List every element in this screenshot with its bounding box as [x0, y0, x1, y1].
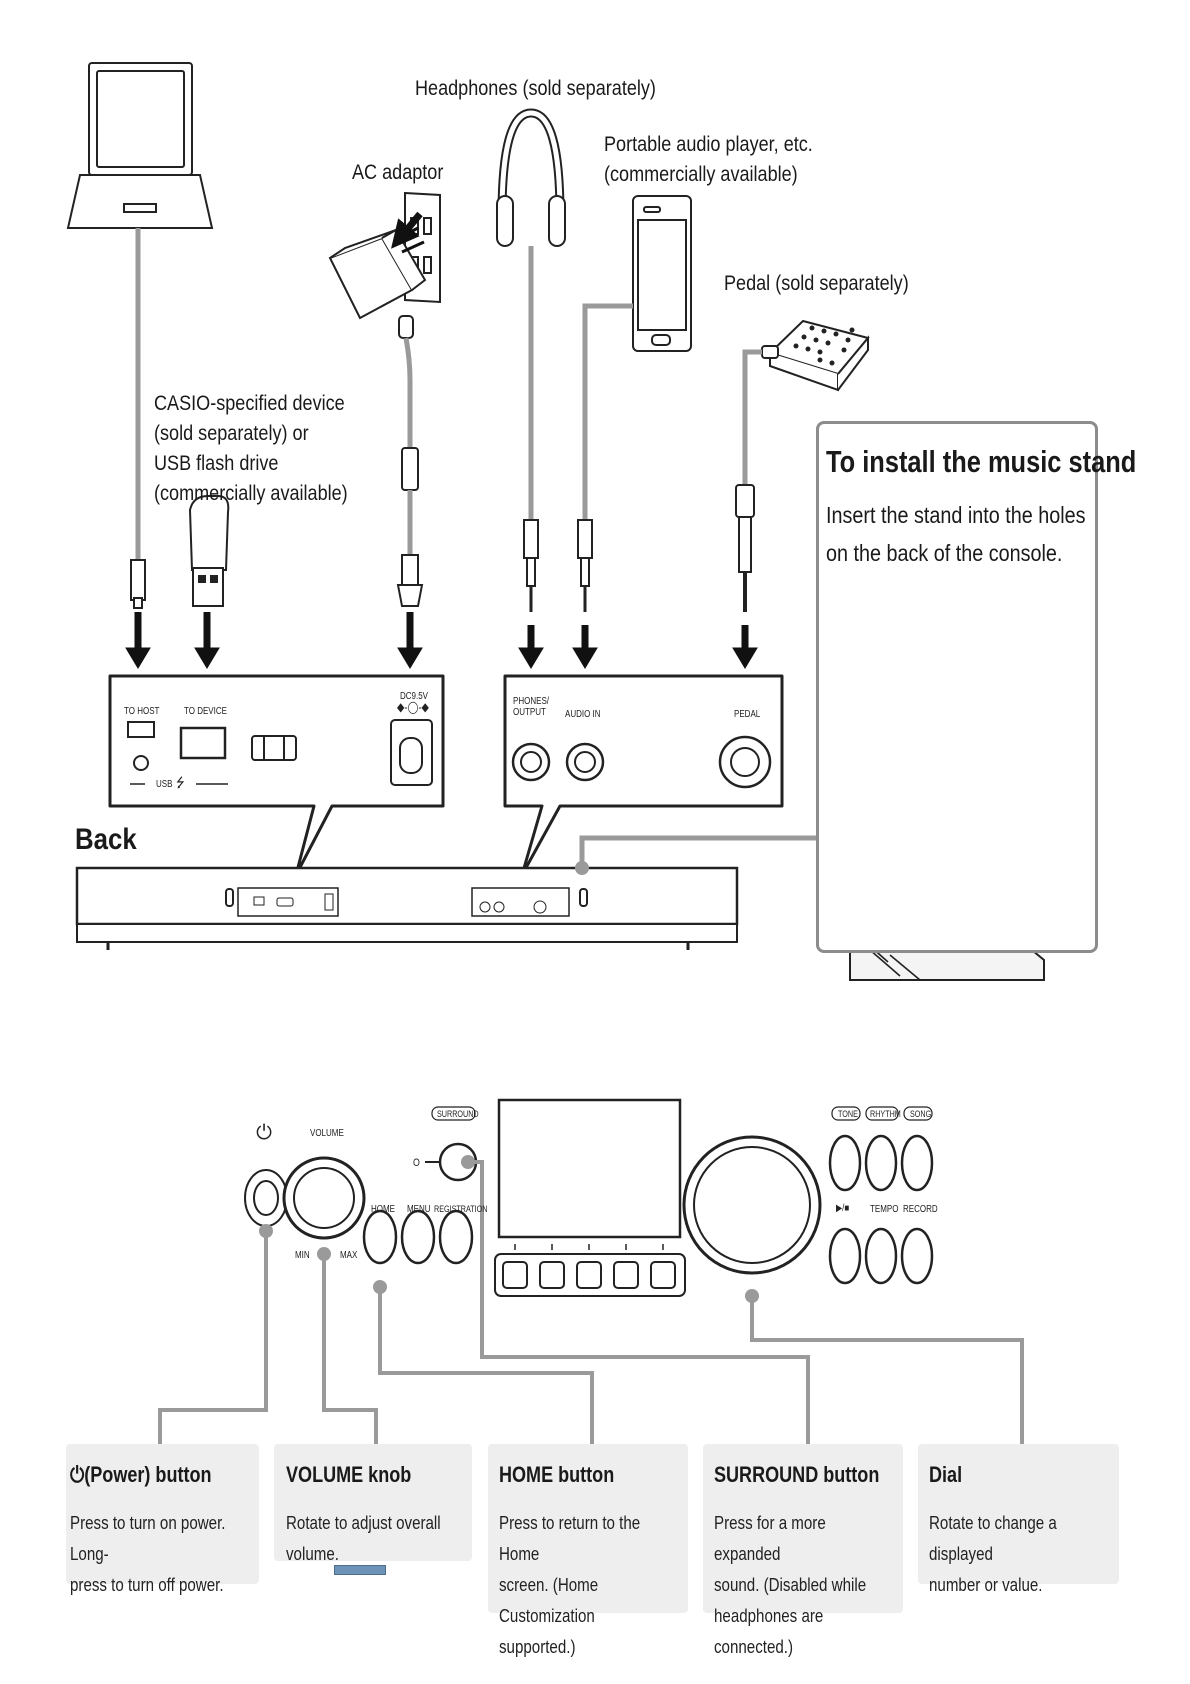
pedal-cable [735, 349, 762, 612]
accent-bar [334, 1565, 386, 1575]
casio-device-label: CASIO-specified device (sold separately)… [154, 392, 348, 505]
usb-cable-host [130, 228, 146, 609]
callout-leader-lines [158, 1160, 1024, 1446]
audio-in-cable [577, 303, 633, 612]
phones-output-label: PHONES/ OUTPUT [513, 696, 550, 718]
portable-audio-player-label: Portable audio player, etc. (commerciall… [604, 133, 813, 186]
pedal-icon [761, 319, 870, 392]
connection-arrows [125, 612, 758, 669]
headphones-cable [523, 246, 539, 612]
usb-icon: ⭍ [176, 775, 185, 790]
pedal-label: Pedal (sold separately) [724, 272, 909, 295]
svg-text:⏻: ⏻ [256, 1120, 272, 1144]
menu-label: MENU [407, 1204, 431, 1215]
music-stand-leader-line [575, 835, 816, 875]
pedal-jack-label: PEDAL [734, 709, 761, 720]
ac-adaptor-label: AC adaptor [352, 161, 444, 184]
ac-adaptor-cable [396, 337, 424, 607]
callout-title: Dial [929, 1462, 963, 1487]
back-panel-left-zoom [108, 674, 445, 877]
callout-title: ⏻(Power) button [70, 1462, 212, 1487]
volume-max-label: MAX [340, 1250, 358, 1261]
front-panel: ⏻ [244, 1098, 934, 1297]
ac-adaptor-icon [328, 191, 441, 339]
callout-title: HOME button [499, 1462, 615, 1487]
play-stop-label: ▶/■ [836, 1203, 850, 1214]
callout-power-button: ⏻(Power) button Press to turn on power. … [66, 1444, 259, 1595]
callout-dial: Dial Rotate to change a displayed number… [918, 1444, 1119, 1595]
callout-volume-knob: VOLUME knob Rotate to adjust overall vol… [274, 1444, 472, 1564]
callout-description: Rotate to adjust overall volume. [286, 1513, 441, 1564]
headphones-icon [496, 108, 566, 247]
tempo-label: TEMPO [870, 1204, 899, 1215]
music-stand-panel [816, 421, 1098, 953]
surround-label: SURROUND [437, 1109, 479, 1119]
to-device-label: TO DEVICE [184, 706, 227, 717]
dc-label: DC9.5V [400, 691, 429, 702]
portable-audio-player-icon [632, 195, 692, 352]
volume-label: VOLUME [310, 1128, 344, 1139]
audio-in-label: AUDIO IN [565, 709, 601, 720]
song-label: SONG [910, 1109, 932, 1119]
music-stand-text: Insert the stand into the holes on the b… [826, 502, 1086, 566]
volume-min-label: MIN [295, 1250, 310, 1261]
dc-polarity-icon: ◆-◯-◆ [397, 700, 429, 714]
callout-home-button: HOME button Press to return to the Home … [488, 1444, 688, 1657]
callout-description: Press for a more expanded sound. (Disabl… [714, 1513, 867, 1657]
surround-off-indicator: O [413, 1157, 420, 1169]
back-title: Back [75, 823, 137, 856]
back-panel-right-zoom [503, 674, 784, 877]
callout-title: VOLUME knob [286, 1462, 412, 1487]
tone-label: TONE [838, 1109, 858, 1119]
home-label: HOME [371, 1204, 395, 1215]
callout-leader-dots [259, 1155, 759, 1303]
laptop-icon [66, 62, 214, 229]
console-back-body [75, 866, 739, 950]
callout-surround-button: SURROUND button Press for a more expande… [703, 1444, 903, 1657]
to-host-label: TO HOST [124, 706, 160, 717]
callout-description: Rotate to change a displayed number or v… [929, 1513, 1057, 1595]
record-label: RECORD [903, 1204, 938, 1215]
callout-description: Press to turn on power. Long- press to t… [70, 1513, 226, 1595]
usb-flash-drive-icon [188, 495, 230, 607]
usb-label: USB [156, 779, 173, 790]
headphones-label: Headphones (sold separately) [415, 77, 656, 100]
music-stand-title: To install the music stand [826, 444, 1137, 479]
registration-label: REGISTRATION [434, 1204, 488, 1214]
rhythm-label: RHYTHM [870, 1109, 901, 1119]
callout-title: SURROUND button [714, 1462, 880, 1487]
callout-description: Press to return to the Home screen. (Hom… [499, 1513, 641, 1657]
